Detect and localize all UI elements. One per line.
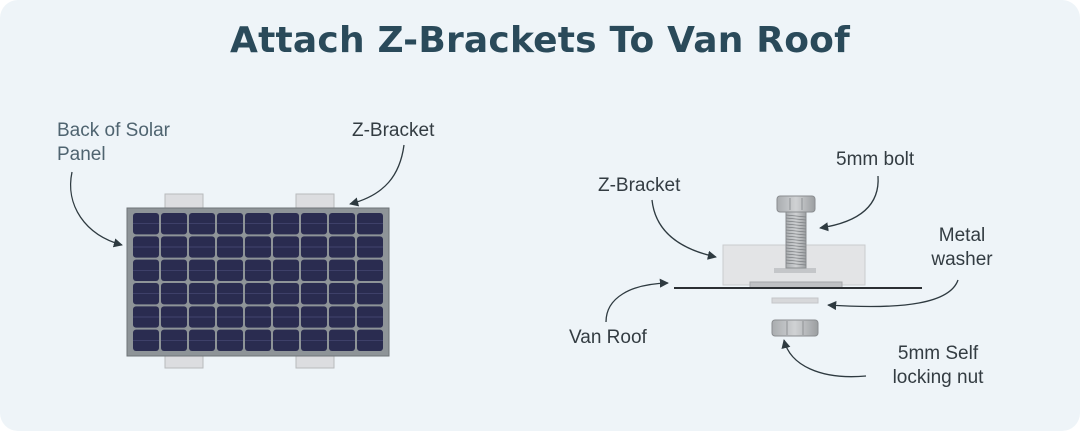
bolt-thread xyxy=(785,217,807,221)
nut-label: 5mm Self locking nut xyxy=(876,342,1000,390)
z-bracket-label-right: Z-Bracket xyxy=(598,175,681,196)
back-of-panel-label-line1: Back of Solar xyxy=(57,120,170,141)
van-roof-arrow xyxy=(605,278,669,323)
bolt-thread xyxy=(785,220,807,224)
bolt-thread xyxy=(785,214,807,218)
bolt-thread xyxy=(785,250,807,254)
back-of-panel-label-line2: Panel xyxy=(57,144,106,165)
van-roof-label: Van Roof xyxy=(569,327,647,348)
bracket-slot xyxy=(774,268,816,273)
bolt-thread xyxy=(785,226,807,230)
bolt-thread xyxy=(785,256,807,260)
nut-label-line1: 5mm Self xyxy=(897,343,979,364)
metal-washer-label-line1: Metal xyxy=(938,225,986,246)
diagram-title: Attach Z-Brackets To Van Roof xyxy=(230,20,850,61)
back-of-panel-label: Back of Solar Panel xyxy=(57,119,170,167)
bolt-thread xyxy=(785,241,807,245)
metal-washer xyxy=(771,297,819,304)
nut-label-line2: locking nut xyxy=(892,367,984,388)
solar-cells xyxy=(133,213,383,351)
bolt-thread xyxy=(785,244,807,248)
nut-arrow xyxy=(781,339,867,378)
metal-washer-label: Metal washer xyxy=(920,224,1004,272)
locking-nut xyxy=(771,319,819,337)
bolt-thread xyxy=(785,232,807,236)
bolt-thread xyxy=(785,229,807,233)
bolt-thread xyxy=(785,253,807,257)
bolt-head xyxy=(776,195,816,213)
bolt-thread xyxy=(785,238,807,242)
bolt-threads xyxy=(785,214,807,266)
z-bracket-arrow-left xyxy=(349,144,405,207)
bolt-thread xyxy=(785,259,807,263)
bolt-thread xyxy=(785,262,807,266)
metal-washer-label-line2: washer xyxy=(931,249,993,270)
bolt-thread xyxy=(785,223,807,227)
z-bracket-label-left: Z-Bracket xyxy=(352,120,435,141)
bolt-arrow xyxy=(819,175,879,232)
z-bracket-arrow-right xyxy=(651,199,717,260)
bolt-thread xyxy=(785,247,807,251)
bolt-thread xyxy=(785,235,807,239)
back-of-panel-arrow xyxy=(70,171,123,248)
bolt-label: 5mm bolt xyxy=(836,149,915,170)
metal-washer-arrow xyxy=(827,279,959,311)
bolt xyxy=(776,195,816,269)
